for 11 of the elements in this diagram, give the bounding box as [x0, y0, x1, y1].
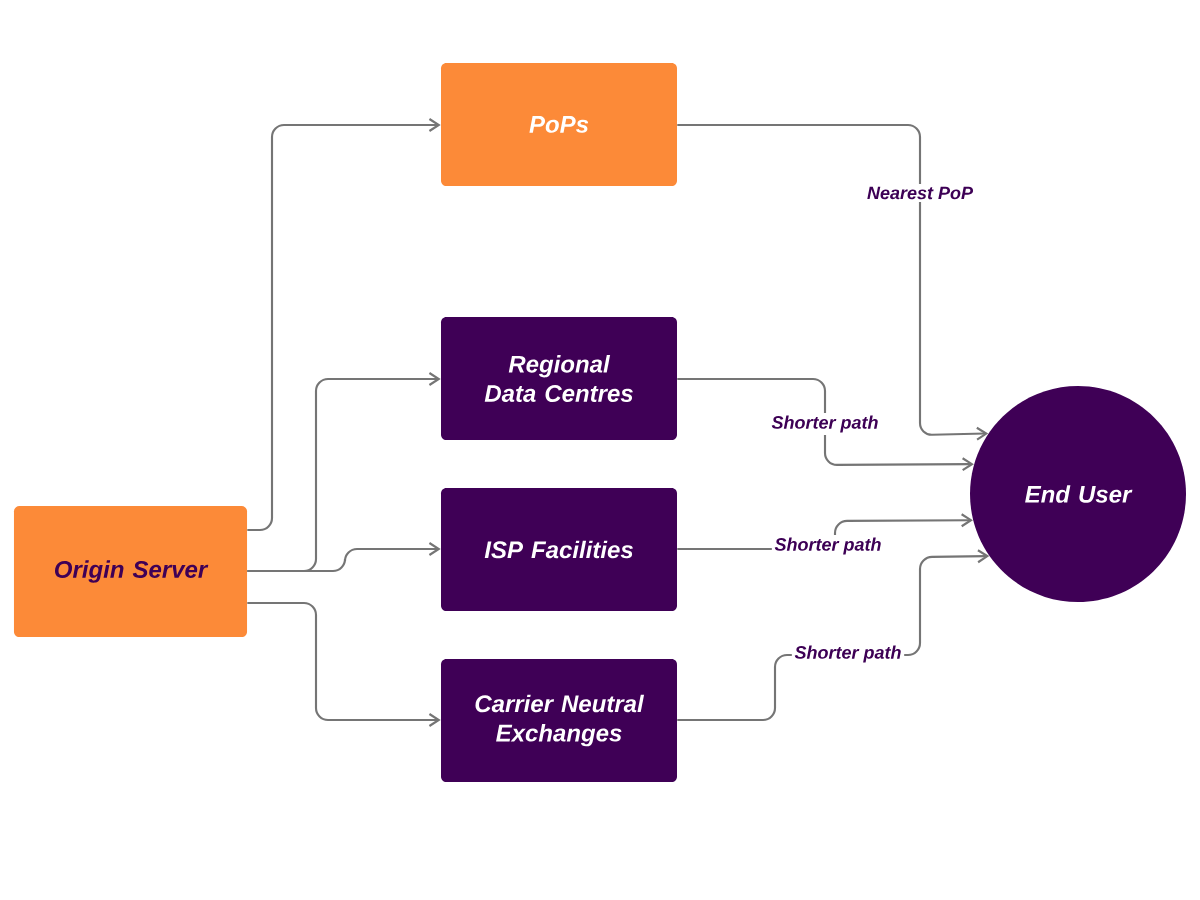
process-box: Regional Data Centres: [441, 317, 677, 440]
process-box: PoPs: [441, 63, 677, 186]
arrow: [247, 601, 441, 727]
arrow: [247, 118, 441, 532]
arrow: [677, 123, 989, 441]
process-box: Carrier Neutral Exchanges: [441, 659, 677, 782]
arrow: [247, 542, 441, 573]
process-box: Origin Server: [13, 506, 248, 637]
arrow: [677, 377, 974, 472]
process-box: ISP Facilities: [441, 488, 677, 611]
edge-label: Nearest PoP: [864, 184, 976, 202]
